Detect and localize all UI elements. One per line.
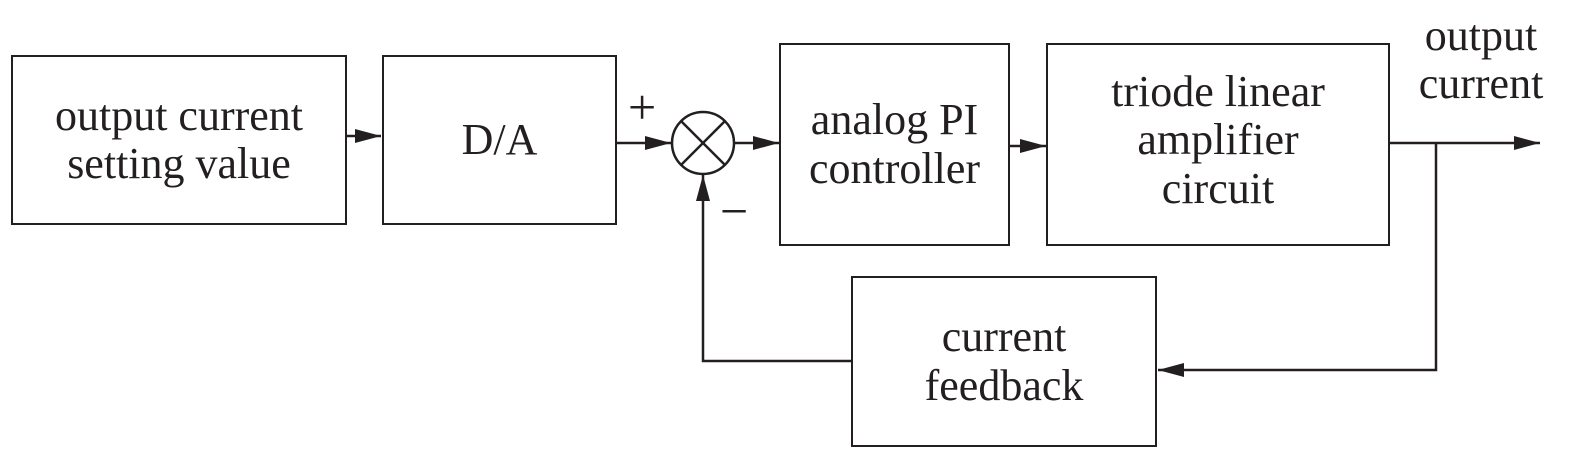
arrow-output-to-feedback xyxy=(1158,143,1438,377)
output-label-line1: output xyxy=(1424,11,1538,60)
da-label: D/A xyxy=(461,114,538,164)
summing-junction xyxy=(670,110,736,176)
setpoint-block: output current setting value xyxy=(11,55,347,225)
plus-sign: + xyxy=(628,79,657,135)
current-feedback-block: current feedback xyxy=(851,276,1157,447)
minus-sign: − xyxy=(720,183,749,239)
output-label-line2: current xyxy=(1418,59,1544,109)
amplifier-label-line1: triode linear xyxy=(1111,66,1325,116)
setpoint-label-line1: output current xyxy=(54,90,304,140)
da-converter-block: D/A xyxy=(382,55,617,225)
feedback-label-line1: current xyxy=(941,312,1067,362)
setpoint-label-line2: setting value xyxy=(67,139,291,188)
amplifier-block: triode linear amplifier circuit xyxy=(1046,43,1390,246)
pi-label-line1: analog PI xyxy=(810,95,979,145)
amplifier-label-line2: amplifier xyxy=(1137,115,1299,165)
pi-label-line2: controller xyxy=(808,143,981,193)
pi-controller-block: analog PI controller xyxy=(779,43,1010,246)
amplifier-label-line3: circuit xyxy=(1161,163,1275,213)
feedback-label-line2: feedback xyxy=(924,360,1084,410)
arrow-feedback-to-summer xyxy=(696,175,851,363)
output-current-label: output current xyxy=(1396,11,1566,109)
